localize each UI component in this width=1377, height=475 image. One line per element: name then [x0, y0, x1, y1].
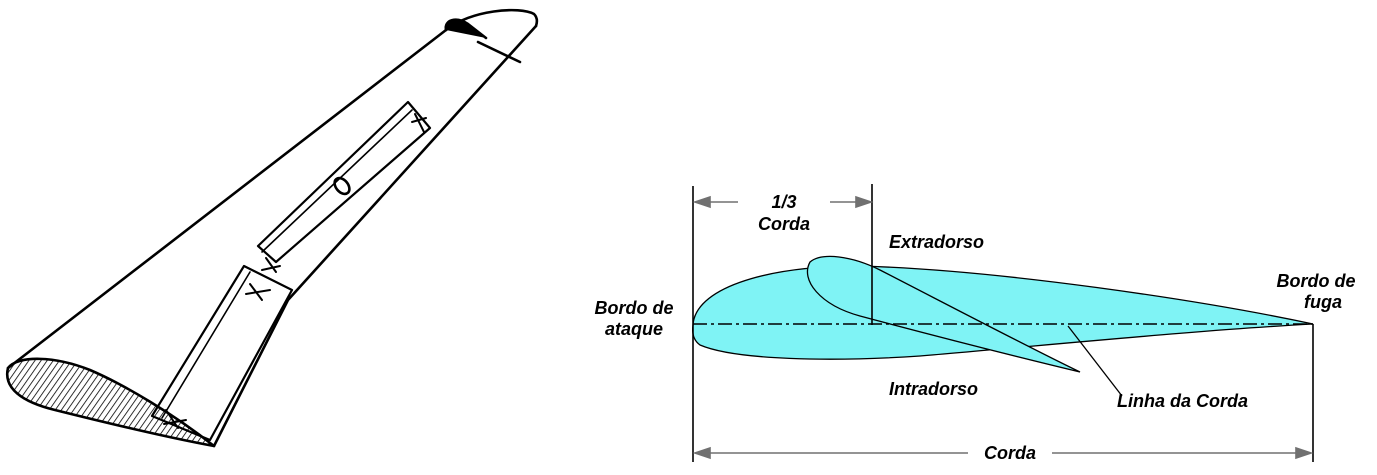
extradorso-label: Extradorso	[889, 232, 984, 252]
wing-tip	[444, 8, 539, 32]
wing-tip-light	[444, 18, 488, 40]
chord-dimension	[692, 446, 1314, 460]
wing-tip-rod	[476, 40, 522, 64]
flap-hinge-lower	[163, 409, 187, 429]
bordo-fuga-label-line1: Bordo de	[1277, 271, 1356, 291]
flap-hinge	[161, 271, 251, 419]
flap-actuator	[245, 283, 271, 301]
airfoil-deflected	[806, 255, 1081, 373]
linha-corda-label: Linha da Corda	[1117, 391, 1248, 411]
flap	[150, 264, 294, 442]
airfoil-section: 1/3 Corda Extradorso Bordo de ataque Bor…	[595, 184, 1356, 463]
wing-trailing-edge	[212, 24, 538, 448]
one-third-dimension	[692, 195, 874, 209]
wing-leading-edge	[6, 28, 448, 370]
aileron-hinge-fitting	[333, 176, 351, 196]
corda-label: Corda	[984, 443, 1036, 463]
wing-root-section	[5, 357, 216, 448]
one-third-corda-label: Corda	[758, 214, 810, 234]
chord-line-leader	[1067, 325, 1123, 397]
aileron-actuator	[411, 113, 427, 133]
bordo-ataque-label-line2: ataque	[605, 319, 663, 339]
aileron-hinge-lower	[261, 257, 281, 273]
bordo-ataque-label-line1: Bordo de	[595, 298, 674, 318]
intradorso-label: Intradorso	[889, 379, 978, 399]
aileron	[256, 100, 432, 264]
wing-illustration	[5, 8, 539, 448]
aileron-hinge	[261, 109, 413, 253]
one-third-label: 1/3	[771, 192, 796, 212]
bordo-fuga-label-line2: fuga	[1304, 292, 1342, 312]
